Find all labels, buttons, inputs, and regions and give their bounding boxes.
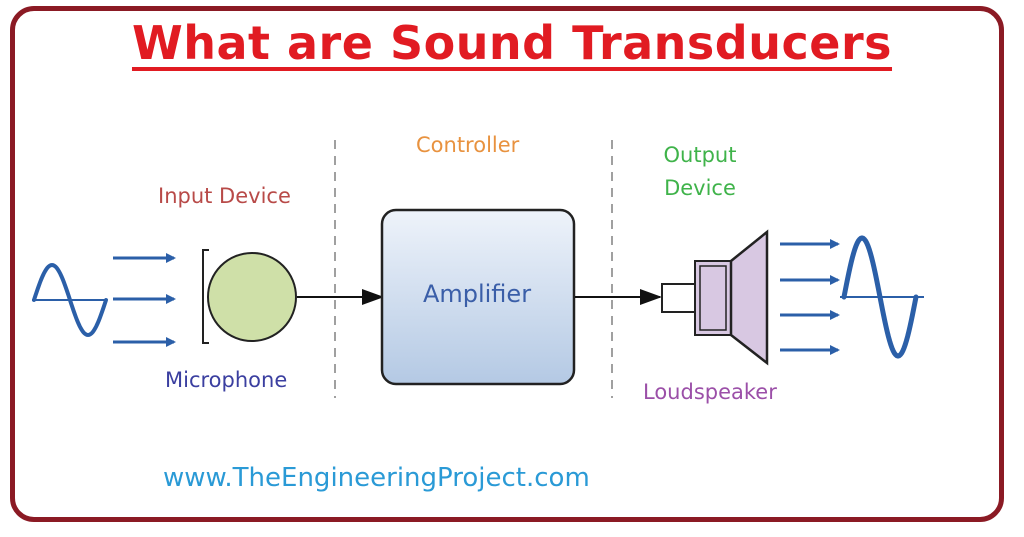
output-device-label: Output Device <box>663 143 737 200</box>
output-sine-wave <box>840 235 924 359</box>
input-sine-wave <box>32 262 108 338</box>
controller-label: Controller <box>416 133 520 157</box>
page-title: What are Sound Transducers <box>131 16 893 70</box>
input-device-label: Input Device <box>158 184 291 208</box>
loudspeaker-label: Loudspeaker <box>643 380 777 404</box>
amplifier-label: Amplifier <box>422 280 532 308</box>
loudspeaker-icon <box>661 229 769 366</box>
microphone-icon <box>202 249 297 344</box>
amplifier-box <box>380 208 576 386</box>
microphone-label: Microphone <box>165 368 288 392</box>
website-link[interactable]: www.TheEngineeringProject.com <box>163 463 590 493</box>
